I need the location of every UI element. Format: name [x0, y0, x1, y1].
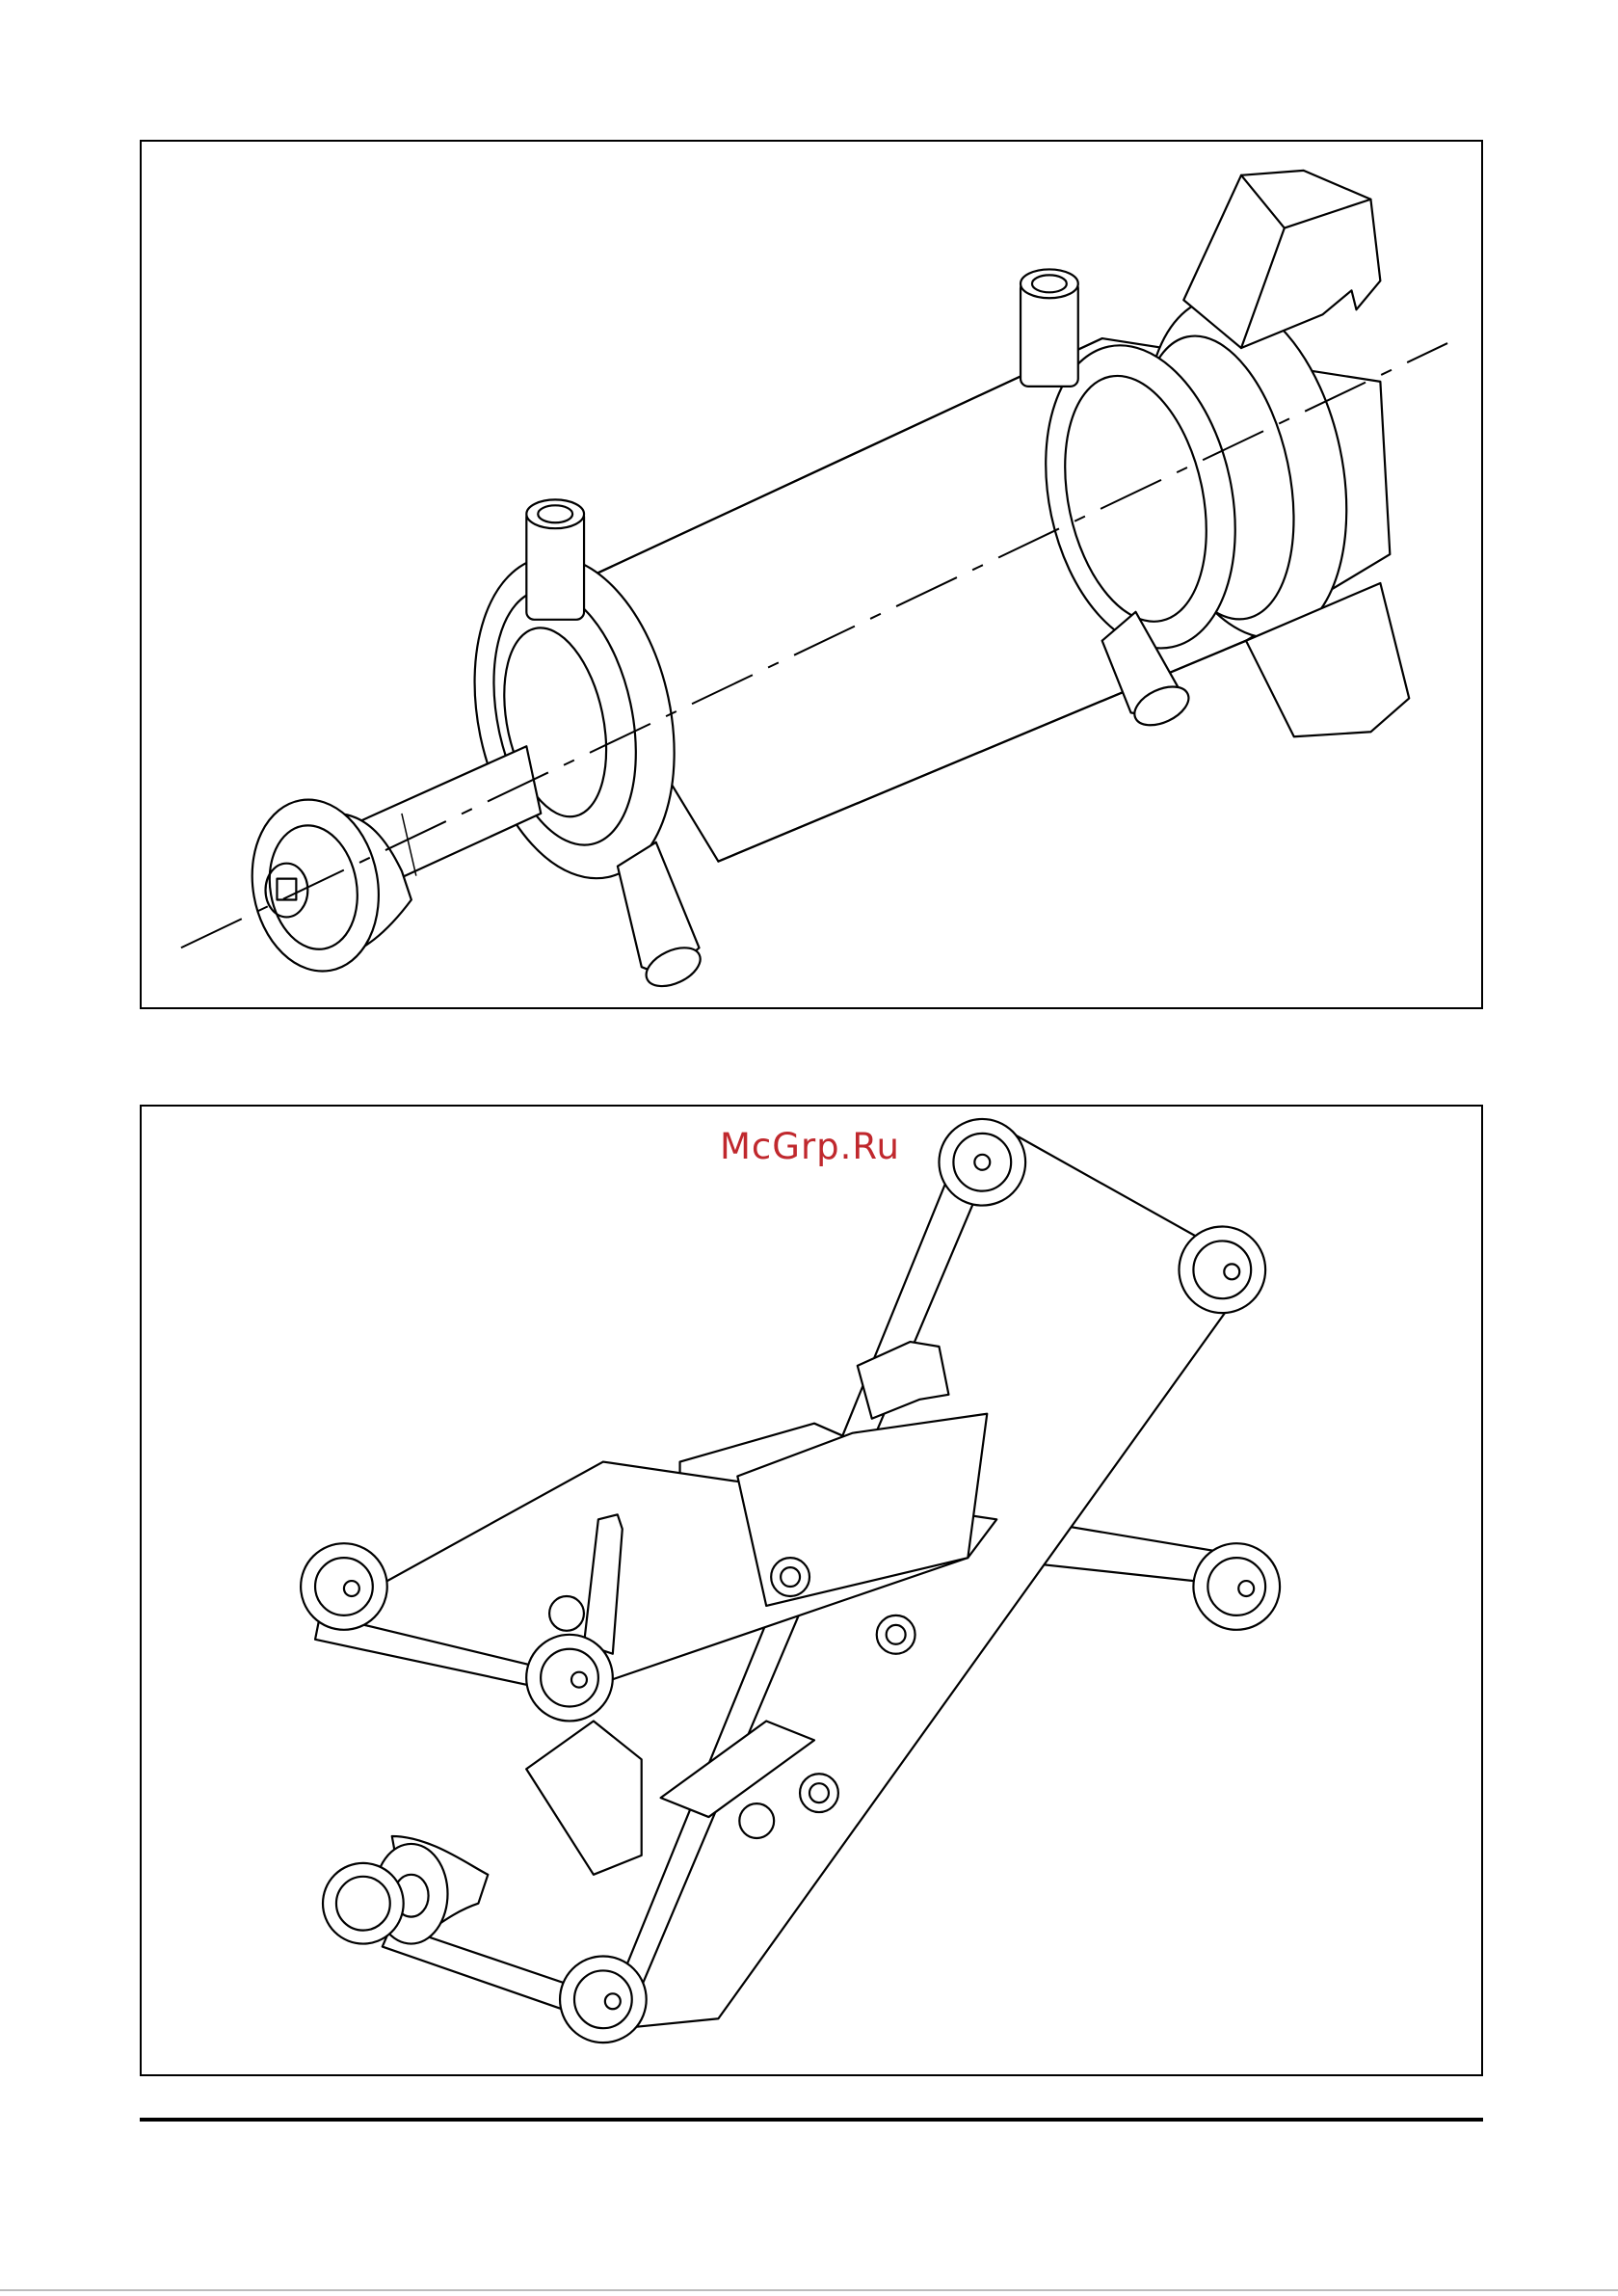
footer-rule: [140, 2118, 1483, 2122]
wheel-right-lower: [1193, 1543, 1280, 1630]
wheel-bottom: [560, 1956, 647, 2042]
top-bracket: [1183, 171, 1380, 348]
figure-panel-cylinder: [140, 140, 1483, 1009]
wheel-left-upper: [301, 1543, 387, 1630]
wheel-centre: [526, 1635, 613, 1722]
bottom-edge-strip: [0, 2289, 1618, 2291]
watermark-text: McGrp.Ru: [720, 1126, 900, 1167]
wheel-right-upper: [1179, 1227, 1265, 1314]
wheel-left-lower: [323, 1863, 404, 1944]
hydraulic-cylinder-drawing: [142, 142, 1481, 1007]
wheel-top-right: [939, 1119, 1025, 1206]
figure-panel-scissor-frame: McGrp.Ru: [140, 1105, 1483, 2076]
scissor-frame-drawing: [142, 1107, 1481, 2074]
